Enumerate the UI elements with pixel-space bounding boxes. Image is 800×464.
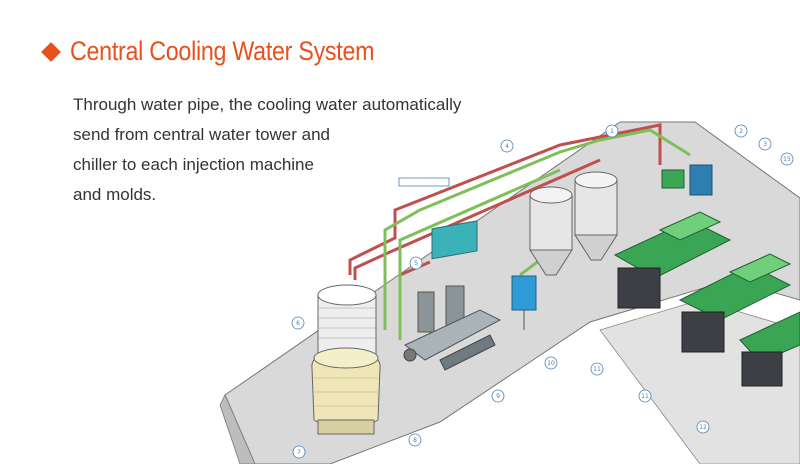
- description-line: and molds.: [73, 185, 157, 204]
- callout-number: 1: [610, 128, 614, 135]
- callout-circle: [408, 433, 422, 447]
- section-title: Central Cooling Water System: [70, 36, 375, 66]
- dryer-hoppers: [529, 171, 618, 276]
- callout-number: 9: [496, 393, 500, 400]
- callout-number: 2: [739, 128, 743, 135]
- description-line: chiller to each injection machine: [73, 155, 314, 174]
- callout-circle: [409, 256, 423, 270]
- description-line: send from central water tower and: [73, 125, 331, 144]
- callout-number: 7: [297, 449, 301, 456]
- callout-circle: [292, 445, 306, 459]
- callout-circle: [734, 124, 748, 138]
- callout-number: 4: [505, 143, 509, 150]
- water-storage-tank: [317, 284, 377, 356]
- control-cabinet: [511, 275, 537, 330]
- callout-number: 12: [699, 424, 707, 431]
- callout-number: 6: [296, 320, 300, 327]
- callout-number: 5: [414, 260, 418, 267]
- cooling-tower: [311, 347, 381, 435]
- callout-circle: [780, 152, 794, 166]
- diagram-tag: [398, 177, 450, 187]
- floor-edge: [219, 394, 256, 464]
- description: Through water pipe, the cooling water au…: [73, 90, 533, 210]
- callout-number: 3: [763, 141, 767, 148]
- control-panel: [689, 164, 713, 196]
- callout-number: 11: [593, 366, 601, 373]
- callout-circle: [544, 356, 558, 370]
- callout-circle: [758, 137, 772, 151]
- callout-number: 10: [547, 360, 555, 367]
- callout-circle: [590, 362, 604, 376]
- callout-circle: [291, 316, 305, 330]
- callout-circle: [605, 124, 619, 138]
- callout-circle: [638, 389, 652, 403]
- section-header: Central Cooling Water System: [41, 36, 424, 67]
- injection-machines: [613, 164, 800, 387]
- callout-circle: [696, 420, 710, 434]
- description-line: Through water pipe, the cooling water au…: [73, 95, 462, 114]
- callout-number: 8: [413, 437, 417, 444]
- callout-number: 11: [641, 393, 649, 400]
- callout-circle: [491, 389, 505, 403]
- chiller-unit: [403, 220, 502, 371]
- callout-circle: [500, 139, 514, 153]
- callout-number: 15: [783, 156, 791, 163]
